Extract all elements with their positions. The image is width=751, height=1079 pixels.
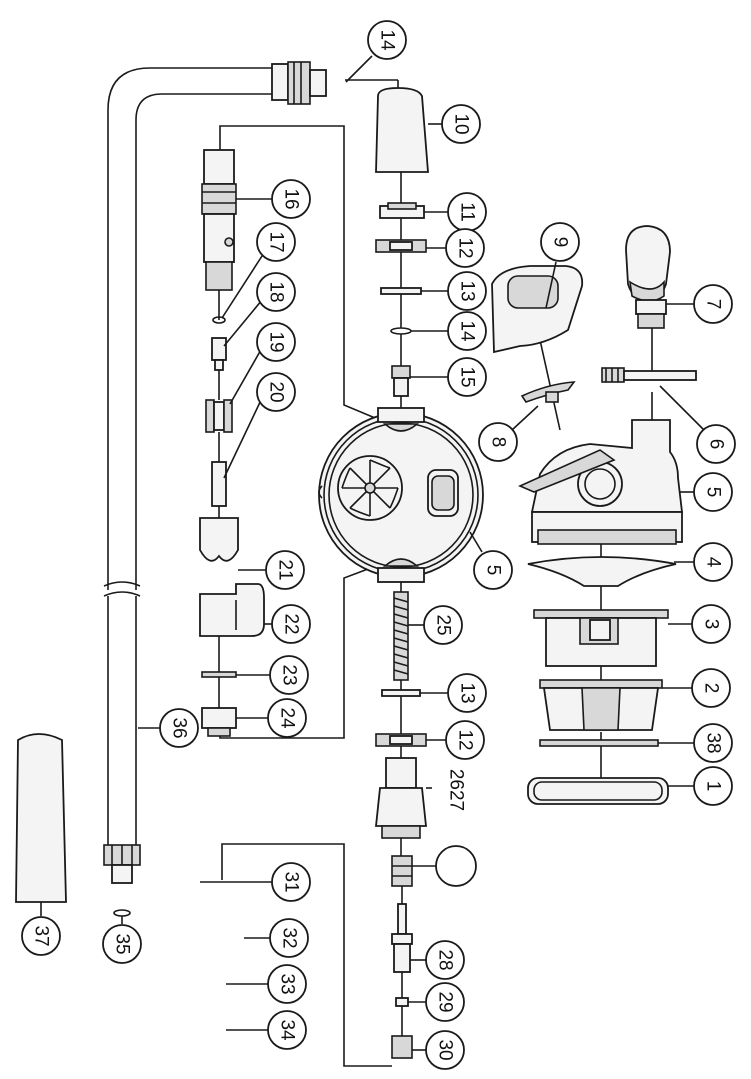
svg-text:37: 37 (31, 925, 52, 946)
callout-14-middle: 14 (447, 311, 487, 351)
callout-6: 6 (696, 424, 736, 464)
svg-text:20: 20 (266, 381, 287, 402)
filter-housing (318, 407, 484, 583)
leader-lines (40, 55, 707, 1051)
svg-text:21: 21 (275, 559, 296, 580)
svg-text:4: 4 (703, 557, 724, 568)
svg-text:7: 7 (703, 299, 724, 310)
svg-text:2: 2 (701, 683, 722, 694)
callout-2: 2 (691, 668, 731, 708)
callout-2627: 2627 (446, 769, 467, 811)
svg-text:31: 31 (281, 871, 302, 892)
svg-text:5: 5 (703, 487, 724, 498)
svg-text:11: 11 (457, 202, 478, 222)
svg-text:14: 14 (377, 29, 398, 51)
callout-33: 33 (267, 964, 307, 1004)
callout-23: 23 (269, 655, 309, 695)
sleeve-part-37 (15, 733, 67, 903)
svg-text:2627: 2627 (446, 769, 467, 811)
svg-text:15: 15 (457, 366, 478, 387)
svg-text:13: 13 (457, 280, 478, 301)
callout-3: 3 (691, 604, 731, 644)
callout-21: 21 (265, 550, 305, 590)
svg-text:18: 18 (266, 281, 287, 302)
left-column-parts (199, 125, 393, 739)
svg-text:16: 16 (281, 188, 302, 209)
callout-17: 17 (256, 222, 296, 262)
callout-12-bottom: 12 (445, 720, 485, 760)
svg-text:34: 34 (277, 1019, 298, 1041)
callout-14-top: 14 (367, 20, 407, 60)
impeller-icon (341, 459, 399, 517)
svg-text:3: 3 (701, 619, 722, 630)
callout-25: 25 (423, 605, 463, 645)
svg-text:28: 28 (435, 949, 456, 970)
svg-text:17: 17 (266, 231, 287, 252)
svg-text:38: 38 (703, 732, 724, 753)
callout-31: 31 (271, 862, 311, 902)
svg-text:14: 14 (457, 320, 478, 342)
svg-text:6: 6 (706, 439, 727, 450)
svg-text:25: 25 (433, 614, 454, 635)
callout-13-bottom: 13 (447, 673, 487, 713)
blank-callout-circle (435, 845, 477, 887)
svg-text:23: 23 (279, 664, 300, 685)
callout-18: 18 (256, 272, 296, 312)
callout-11: 11 (447, 192, 487, 232)
svg-text:36: 36 (169, 717, 190, 738)
callout-15: 15 (447, 357, 487, 397)
svg-text:1: 1 (703, 781, 724, 792)
callout-9: 9 (540, 222, 580, 262)
svg-text:12: 12 (455, 237, 476, 258)
callout-16: 16 (271, 179, 311, 219)
callout-36: 36 (159, 708, 199, 748)
svg-text:10: 10 (451, 113, 472, 134)
callout-30: 30 (425, 1030, 465, 1070)
svg-text:29: 29 (435, 991, 456, 1012)
callout-24: 24 (267, 698, 307, 738)
callout-5-right: 5 (693, 472, 733, 512)
hose-assembly (103, 61, 327, 917)
callout-1: 1 (693, 766, 733, 806)
callout-22: 22 (271, 604, 311, 644)
callout-29: 29 (425, 982, 465, 1022)
svg-text:9: 9 (550, 237, 571, 248)
callout-7: 7 (693, 284, 733, 324)
center-column-parts (221, 79, 429, 1067)
svg-text:24: 24 (277, 707, 298, 729)
svg-text:12: 12 (455, 729, 476, 750)
callout-34: 34 (267, 1010, 307, 1050)
svg-text:8: 8 (488, 437, 509, 448)
svg-text:13: 13 (457, 682, 478, 703)
callout-12-top: 12 (445, 228, 485, 268)
callout-5-center: 5 (473, 550, 513, 590)
callout-37: 37 (21, 916, 61, 956)
callout-28: 28 (425, 940, 465, 980)
callout-38: 38 (693, 723, 733, 763)
svg-text:35: 35 (112, 933, 133, 954)
callout-4: 4 (693, 542, 733, 582)
svg-text:22: 22 (281, 613, 302, 634)
svg-text:5: 5 (483, 565, 504, 576)
callout-13-top: 13 (447, 271, 487, 311)
svg-text:19: 19 (266, 331, 287, 352)
callout-19: 19 (256, 322, 296, 362)
callout-20: 20 (256, 372, 296, 412)
svg-text:30: 30 (435, 1039, 456, 1060)
svg-text:33: 33 (277, 973, 298, 994)
svg-text:32: 32 (279, 927, 300, 948)
callout-35: 35 (102, 924, 142, 964)
callout-32: 32 (269, 918, 309, 958)
right-column-parts (491, 225, 697, 805)
callout-8: 8 (478, 422, 518, 462)
callout-10: 10 (441, 104, 481, 144)
